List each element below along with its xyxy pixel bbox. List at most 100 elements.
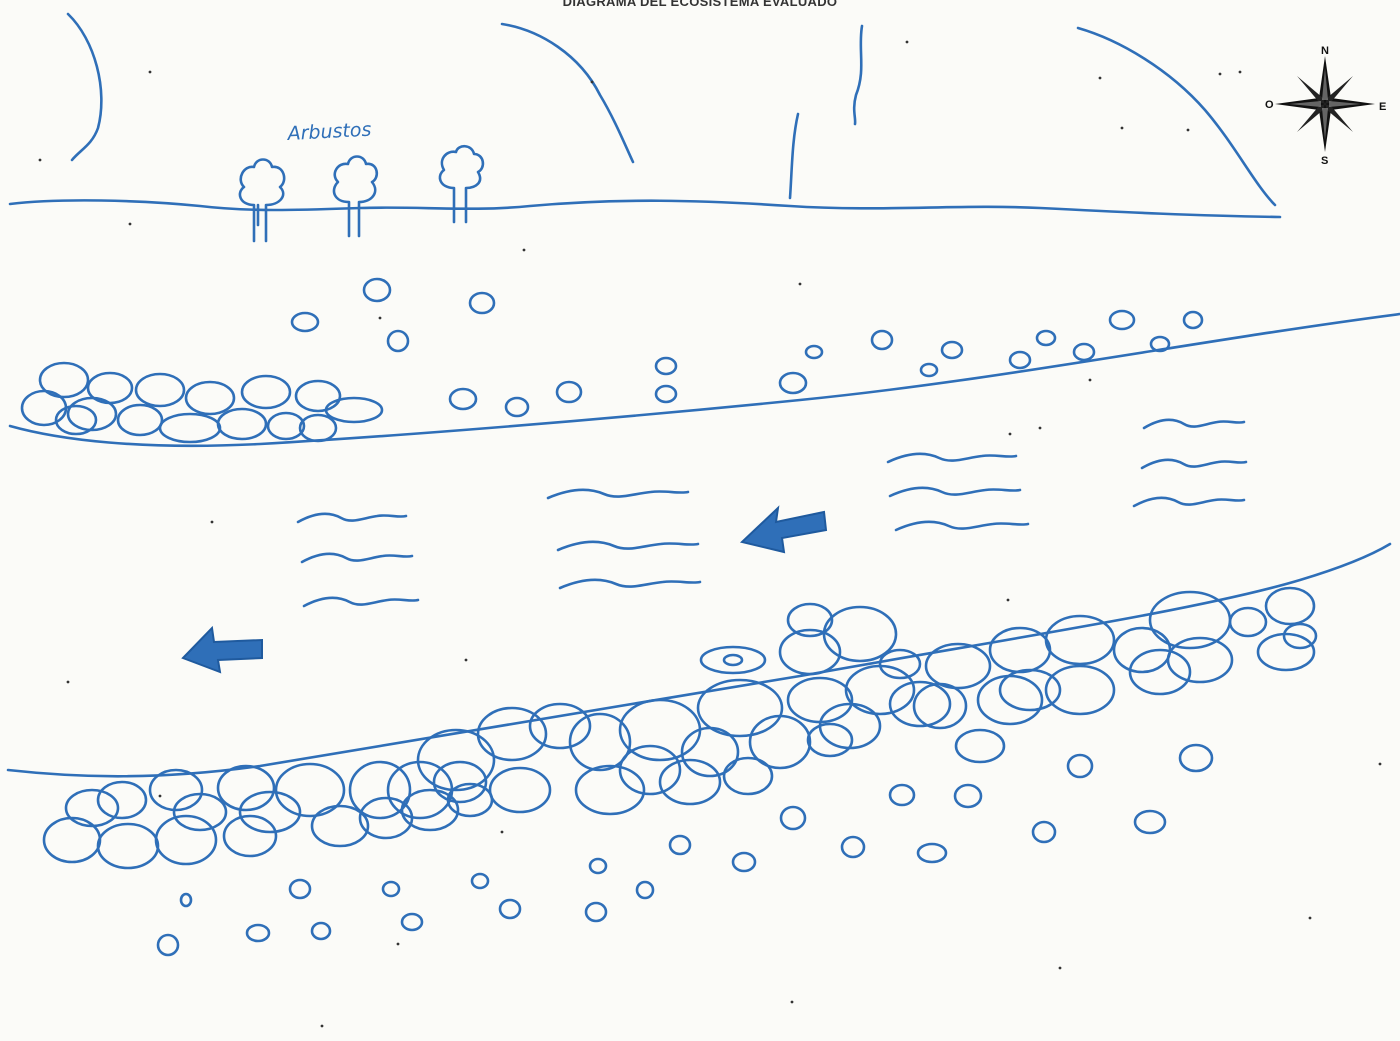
speck (523, 249, 526, 252)
boulder (1168, 638, 1232, 682)
eye-stone (701, 647, 765, 673)
pebble (500, 900, 520, 918)
hill-line-2 (502, 24, 633, 162)
compass-east-label: E (1379, 101, 1386, 113)
boulder (820, 704, 880, 748)
ground-line (10, 200, 1280, 217)
boulder (326, 398, 382, 422)
water-wave (1134, 498, 1244, 506)
boulder (136, 374, 184, 406)
pebble (656, 358, 676, 374)
boulder (268, 413, 304, 439)
boulder (118, 405, 162, 435)
boulder (66, 790, 118, 826)
speck (159, 795, 162, 798)
speck (1239, 71, 1242, 74)
boulder (1266, 588, 1314, 624)
hill-line-4 (790, 114, 798, 198)
pebble (955, 785, 981, 807)
speck (1009, 433, 1012, 436)
water-wave (896, 522, 1028, 530)
boulder (156, 816, 216, 864)
water-wave (304, 598, 418, 606)
boulder (350, 762, 410, 818)
pebble (388, 331, 408, 351)
compass-south-label: S (1321, 155, 1328, 167)
boulder (1000, 670, 1060, 710)
boulder (98, 824, 158, 868)
pebble (247, 925, 269, 941)
pebble (1110, 311, 1134, 329)
pebble (1180, 745, 1212, 771)
pebble (872, 331, 892, 349)
compass-north-label: N (1321, 45, 1329, 57)
pebble (780, 373, 806, 393)
boulder (434, 762, 486, 802)
pebble (181, 894, 191, 906)
speck (791, 1001, 794, 1004)
pebble (586, 903, 606, 921)
boulder (880, 650, 920, 678)
boulder (478, 708, 546, 760)
boulder (1046, 616, 1114, 664)
boulder (846, 666, 914, 714)
boulder (56, 406, 96, 434)
boulder (808, 724, 852, 756)
boulder (160, 414, 220, 442)
pebble (1037, 331, 1055, 345)
water-wave (888, 454, 1016, 462)
pebble (506, 398, 528, 416)
pebble (292, 313, 318, 331)
pebble (781, 807, 805, 829)
water-wave (560, 580, 700, 588)
pebble (364, 279, 390, 301)
boulder (242, 376, 290, 408)
boulder (44, 818, 100, 862)
hill-line-5 (1078, 28, 1275, 205)
speck (1089, 379, 1092, 382)
boulder (418, 730, 494, 790)
compass-rose-icon: N S O E (1265, 45, 1386, 167)
speck (1187, 129, 1190, 132)
water-wave (1144, 420, 1244, 428)
speck (149, 71, 152, 74)
pebble (1184, 312, 1202, 328)
pebble (1074, 344, 1094, 360)
boulder (926, 644, 990, 688)
boulder (186, 382, 234, 414)
boulder (682, 728, 738, 776)
water-wave (558, 542, 698, 550)
pebble (890, 785, 914, 805)
shrub-2 (334, 157, 377, 237)
pebble (557, 382, 581, 402)
pebble (1135, 811, 1165, 833)
boulder (1046, 666, 1114, 714)
pebble (806, 346, 822, 358)
shrub-1 (240, 160, 284, 242)
pebble (656, 386, 676, 402)
boulder (276, 764, 344, 816)
pebble (921, 364, 937, 376)
boulder (824, 607, 896, 661)
upper-boulder-cluster (22, 363, 382, 442)
boulder (990, 628, 1050, 672)
boulder (788, 678, 852, 722)
speck (211, 521, 214, 524)
water-wave (302, 554, 412, 562)
speck (1059, 967, 1062, 970)
speck (397, 943, 400, 946)
pebble (733, 853, 755, 871)
pebble (590, 859, 606, 873)
flow-arrow-1 (742, 508, 826, 552)
hills (68, 14, 1275, 205)
pebble (637, 882, 653, 898)
pebble (1033, 822, 1055, 842)
paper-specks (39, 41, 1382, 1028)
hill-line-1 (68, 14, 101, 160)
water-wave (1142, 460, 1246, 468)
pebble (942, 342, 962, 358)
boulder (978, 676, 1042, 724)
speck (1121, 127, 1124, 130)
